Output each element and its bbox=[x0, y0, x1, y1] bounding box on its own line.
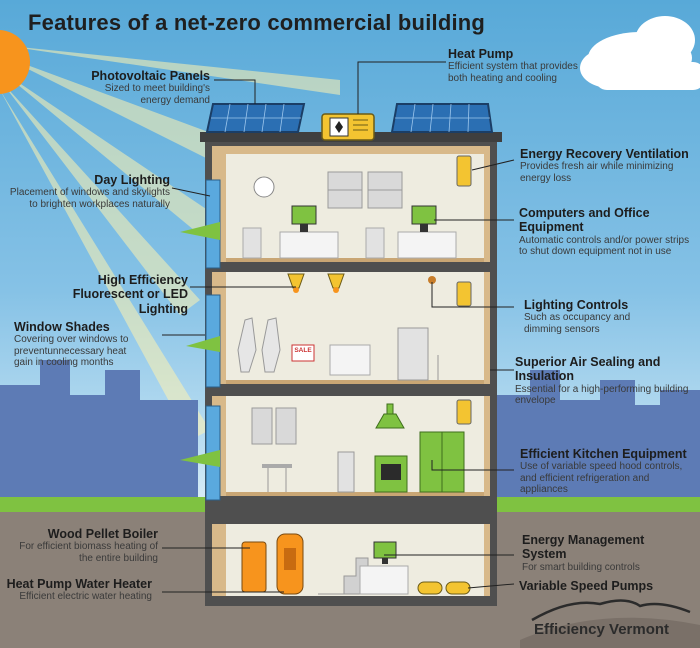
floor-slabs bbox=[205, 262, 497, 606]
callout-lighting-controls: Lighting Controls Such as occupancy and … bbox=[524, 298, 664, 335]
callout-heading: Superior Air Sealing and Insulation bbox=[515, 355, 661, 384]
window-shade-icon bbox=[180, 222, 220, 467]
page-title: Features of a net-zero commercial buildi… bbox=[28, 10, 486, 35]
solar-panel-icon bbox=[205, 103, 494, 133]
brand-name: Efficiency Vermont bbox=[534, 621, 670, 638]
callout-description: Covering over windows to preventunnecess… bbox=[14, 334, 129, 369]
hill bbox=[520, 617, 700, 648]
callout-description: Such as occupancy and dimming sensors bbox=[524, 312, 631, 335]
callout-energy-management-system: Energy Management System For smart build… bbox=[522, 533, 692, 573]
callout-heading: Heat Pump Water Heater bbox=[6, 577, 152, 591]
callout-efficient-lighting: High Efficiency Fluorescent or LED Light… bbox=[28, 273, 188, 316]
callout-heading: Photovoltaic Panels bbox=[91, 69, 210, 83]
erv-icon bbox=[456, 155, 472, 425]
callout-heading: Day Lighting bbox=[94, 173, 170, 187]
boiler-icon bbox=[241, 541, 267, 593]
callout-energy-recovery-ventilation: Energy Recovery Ventilation Provides fre… bbox=[520, 147, 696, 184]
refrigerator-icon bbox=[419, 431, 465, 493]
callout-heat-pump: Heat Pump Efficient system that provides… bbox=[448, 47, 588, 84]
callout-heading: Lighting Controls bbox=[524, 298, 629, 312]
retail-floor bbox=[237, 273, 439, 381]
kitchen-floor bbox=[251, 403, 465, 493]
light-fixture-icon bbox=[293, 287, 339, 293]
callout-heat-pump-water-heater: Heat Pump Water Heater Efficient electri… bbox=[6, 577, 152, 603]
callout-variable-speed-pumps: Variable Speed Pumps bbox=[519, 579, 669, 593]
brand-logo-icon bbox=[531, 599, 691, 622]
callout-description: Use of variable speed hood controls, and… bbox=[520, 461, 683, 496]
city-skyline bbox=[0, 360, 700, 500]
callout-air-sealing: Superior Air Sealing and Insulation Esse… bbox=[515, 355, 697, 407]
office-floor bbox=[242, 171, 457, 259]
callout-heading: Variable Speed Pumps bbox=[519, 579, 654, 593]
callout-day-lighting: Day Lighting Placement of windows and sk… bbox=[6, 173, 170, 210]
callout-description: Automatic controls and/or power strips t… bbox=[519, 234, 690, 258]
callout-heading: Computers and Office Equipment bbox=[519, 206, 650, 235]
pump-icon bbox=[417, 581, 471, 595]
callout-heading: Window Shades bbox=[14, 320, 110, 334]
callout-description: Essential for a high-performing building… bbox=[515, 383, 689, 407]
callout-window-shades: Window Shades Covering over windows to p… bbox=[14, 320, 140, 369]
computer-icon bbox=[291, 205, 437, 232]
heat-pump-icon bbox=[321, 113, 375, 141]
callout-kitchen-equipment: Efficient Kitchen Equipment Use of varia… bbox=[520, 447, 698, 496]
callout-heading: Energy Recovery Ventilation bbox=[520, 147, 689, 161]
callout-description: Provides fresh air while minimizing ener… bbox=[520, 161, 674, 184]
callout-description: Placement of windows and skylights to br… bbox=[9, 187, 170, 210]
callout-wood-pellet-boiler: Wood Pellet Boiler For efficient biomass… bbox=[18, 527, 158, 564]
sun-icon bbox=[0, 30, 30, 94]
callout-heading: High Efficiency Fluorescent or LED Light… bbox=[72, 273, 188, 316]
range-hood-icon bbox=[375, 403, 405, 429]
computer-icon bbox=[373, 541, 397, 564]
leader-lines bbox=[162, 61, 515, 593]
callout-heading: Heat Pump bbox=[448, 47, 514, 61]
callout-description: For smart building controls bbox=[522, 561, 640, 573]
mechanical-room bbox=[241, 533, 471, 595]
callout-description: Efficient system that provides both heat… bbox=[448, 61, 578, 84]
cloud-icon bbox=[580, 16, 700, 90]
callout-description: For efficient biomass heating of the ent… bbox=[19, 541, 158, 564]
callout-heading: Wood Pellet Boiler bbox=[47, 527, 158, 541]
callout-description: Sized to meet building's energy demand bbox=[104, 83, 210, 106]
callout-computers: Computers and Office Equipment Automatic… bbox=[519, 206, 695, 258]
callout-description: Efficient electric water heating bbox=[19, 591, 152, 603]
sun-rays bbox=[0, 45, 340, 440]
callout-photovoltaic: Photovoltaic Panels Sized to meet buildi… bbox=[74, 69, 210, 106]
callout-heading: Efficient Kitchen Equipment bbox=[520, 447, 687, 461]
sale-sign: SALE bbox=[294, 347, 312, 354]
callout-heading: Energy Management System bbox=[522, 533, 645, 562]
